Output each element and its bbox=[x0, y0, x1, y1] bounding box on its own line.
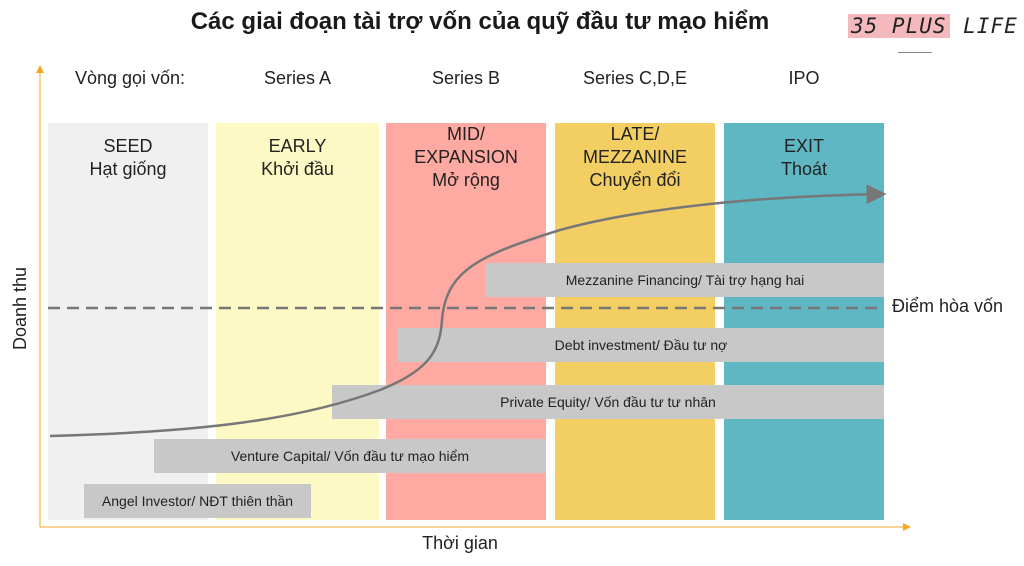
breakeven-label: Điểm hòa vốn bbox=[892, 296, 1004, 316]
stage-early-title: EARLY bbox=[268, 136, 327, 156]
brand-logo: 35 PLUS LIFE bbox=[848, 14, 1018, 38]
stage-seed-subtitle: Hạt giống bbox=[89, 159, 167, 179]
page-title: Các giai đoạn tài trợ vốn của quỹ đầu tư… bbox=[190, 8, 770, 35]
bar-angel-investor: Angel Investor/ NĐT thiên thần bbox=[84, 484, 311, 518]
revenue-curve bbox=[49, 184, 887, 438]
stage-seed-title: SEED bbox=[103, 136, 153, 156]
stage-exit-subtitle: Thoát bbox=[780, 159, 828, 179]
y-axis-label: Doanh thu bbox=[10, 266, 30, 350]
bar-venture-capital: Venture Capital/ Vốn đầu tư mạo hiểm bbox=[154, 439, 546, 473]
bar-private-equity: Private Equity/ Vốn đầu tư tư nhân bbox=[332, 385, 884, 419]
stage-exit-title: EXIT bbox=[783, 136, 824, 156]
stage-mezzanine-title: LATE/ bbox=[610, 124, 660, 144]
logo-mark: 35 PLUS bbox=[848, 14, 950, 38]
x-axis-label: Thời gian bbox=[422, 533, 498, 553]
stage-mezzanine-subtitle: Chuyển đổi bbox=[589, 170, 681, 190]
round-series-a: Series A bbox=[263, 68, 332, 88]
stage-exit: EXIT Thoát bbox=[724, 123, 884, 520]
logo-text: LIFE bbox=[949, 14, 1018, 38]
logo-underline bbox=[898, 52, 932, 53]
stage-expansion-title-2: EXPANSION bbox=[414, 147, 518, 167]
stage-mezzanine-title-2: MEZZANINE bbox=[582, 147, 687, 167]
round-header: Vòng gọi vốn: bbox=[74, 68, 186, 88]
bar-mezzanine-financing: Mezzanine Financing/ Tài trợ hạng hai bbox=[486, 263, 884, 297]
round-ipo: IPO bbox=[788, 68, 820, 88]
stage-expansion-title: MID/ bbox=[447, 124, 485, 144]
round-series-b: Series B bbox=[431, 68, 501, 88]
stage-expansion-subtitle: Mở rộng bbox=[432, 170, 500, 190]
stage-early-subtitle: Khởi đầu bbox=[261, 159, 334, 179]
stage-mezzanine: LATE/MEZZANINE Chuyển đổi bbox=[555, 123, 715, 520]
bar-debt-investment: Debt investment/ Đầu tư nợ bbox=[398, 328, 884, 362]
round-series-cde: Series C,D,E bbox=[582, 68, 688, 88]
